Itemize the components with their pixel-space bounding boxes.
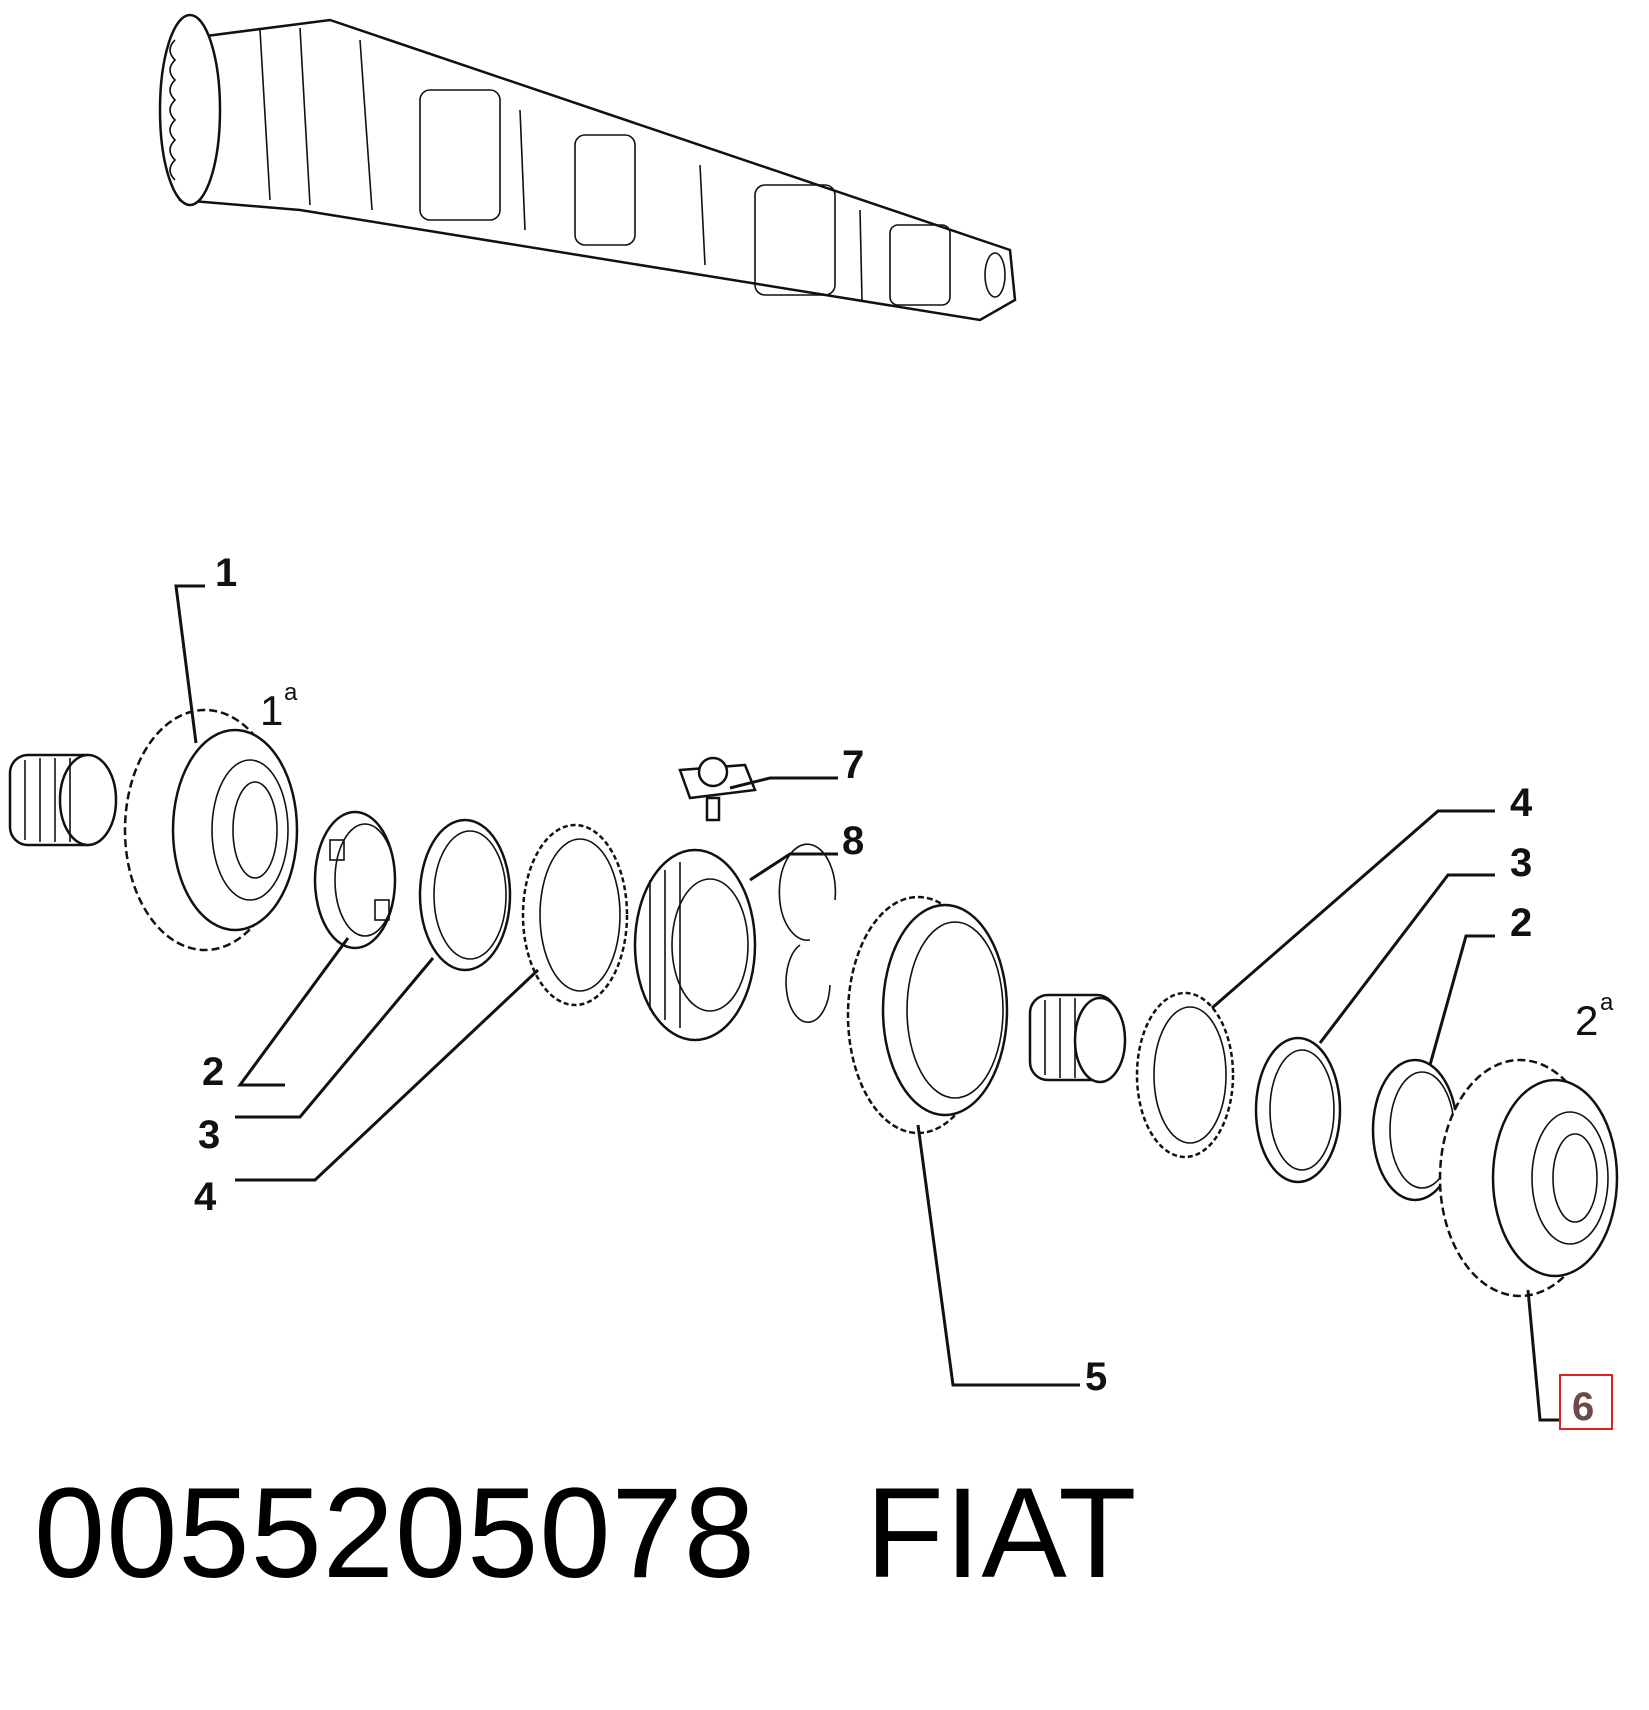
shifting-key: [678, 756, 757, 822]
highlight-box: [1559, 1374, 1613, 1430]
gear-label-second: 2 a: [1575, 989, 1614, 1044]
callout-3-left: 3: [198, 1113, 220, 1157]
callout-8: 8: [842, 819, 864, 863]
leader-lines: [174, 584, 1560, 1422]
synchro-hub: [633, 848, 757, 1042]
first-gear: [123, 708, 299, 952]
callout-4-left: 4: [194, 1175, 217, 1219]
gear-label-first-sup: a: [284, 679, 298, 706]
main-shaft: [158, 13, 1017, 322]
sliding-sleeve: [846, 895, 1009, 1135]
gear-label-first-number: 1: [260, 687, 283, 734]
toothed-ring-left: [521, 823, 629, 1007]
snap-ring: [778, 843, 837, 1023]
callout-1: 1: [215, 551, 237, 595]
callout-6-highlight: 6: [1559, 1374, 1613, 1430]
caption: 0055205078 FIAT: [34, 1470, 1137, 1598]
callout-6: 6: [1572, 1385, 1594, 1429]
second-gear: [1438, 1058, 1619, 1298]
synchro-ring-left: [313, 810, 397, 950]
callout-5: 5: [1085, 1355, 1107, 1399]
callout-3-right: 3: [1510, 841, 1532, 885]
gear-label-first: 1 a: [260, 679, 298, 734]
gear-label-second-number: 2: [1575, 997, 1598, 1044]
needle-bearing-left: [8, 753, 118, 847]
needle-bearing-middle: [1028, 993, 1127, 1084]
callout-2-left: 2: [202, 1050, 224, 1094]
gear-label-second-sup: a: [1600, 989, 1614, 1016]
callout-4-right: 4: [1510, 781, 1533, 825]
cone-ring-right: [1254, 1036, 1342, 1184]
toothed-ring-right: [1135, 991, 1235, 1159]
brand-name: FIAT: [865, 1462, 1138, 1605]
part-number: 0055205078: [34, 1462, 756, 1605]
cone-ring-left: [418, 818, 512, 972]
callout-2-right: 2: [1510, 901, 1532, 945]
callout-7: 7: [842, 743, 864, 787]
